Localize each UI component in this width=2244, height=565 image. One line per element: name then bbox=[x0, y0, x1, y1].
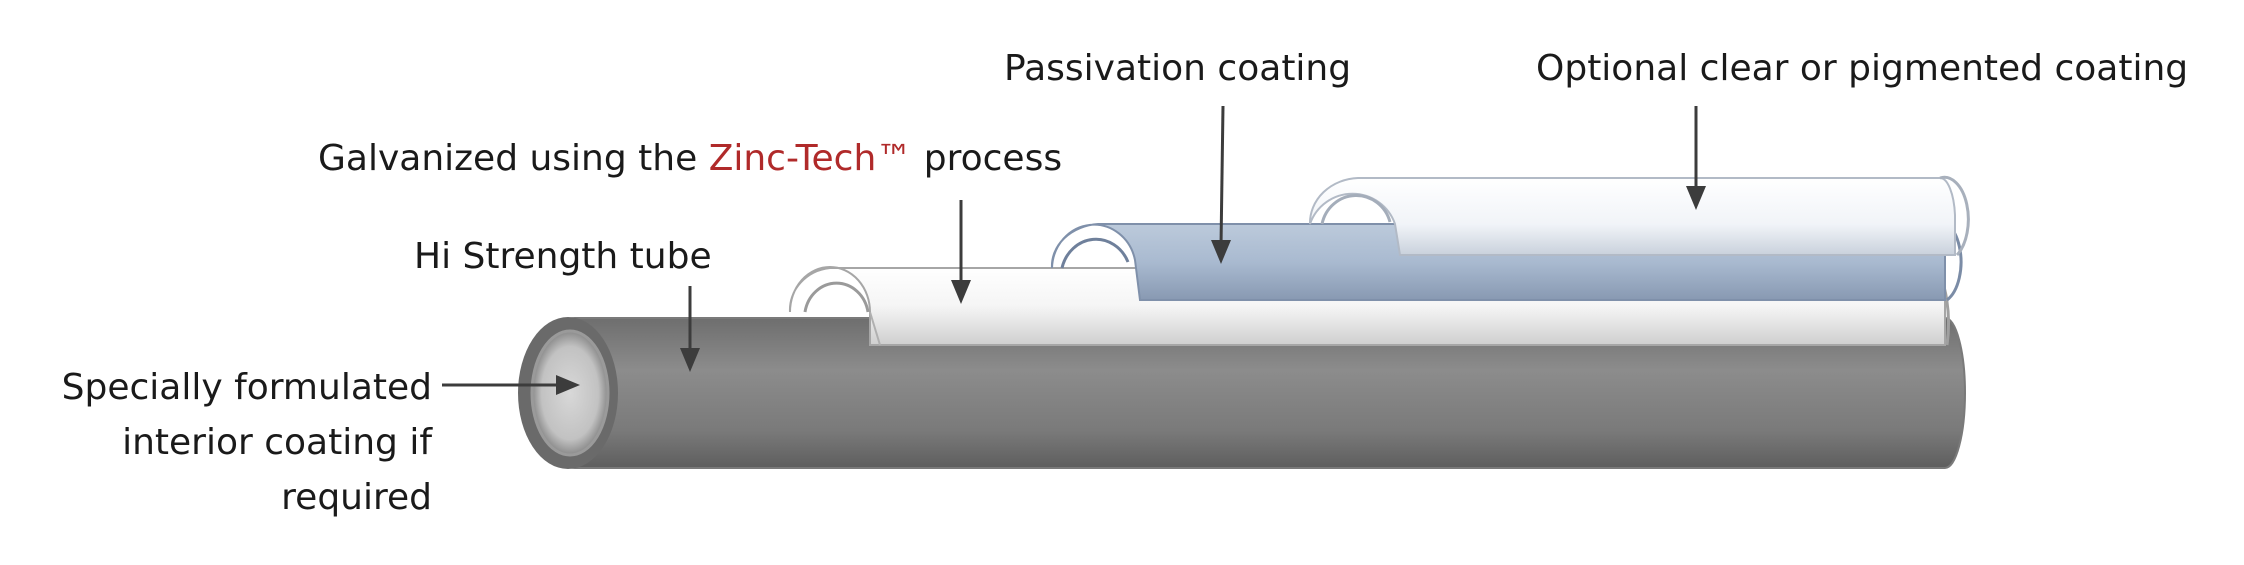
hi-strength-tube-shape bbox=[518, 317, 1966, 469]
label-interior-coating-line3: required bbox=[281, 477, 432, 518]
arrow-passivation bbox=[1211, 105, 1231, 264]
arrow-interior-coating bbox=[442, 375, 580, 395]
label-hi-strength-tube: Hi Strength tube bbox=[414, 236, 712, 277]
label-galvanized: Galvanized using the Zinc-Tech™ process bbox=[318, 138, 1062, 180]
optional-coating-layer-shape bbox=[1308, 175, 1970, 257]
label-zinc-tech-brand: Zinc-Tech™ bbox=[708, 138, 913, 179]
label-interior-coating-line1: Specially formulated bbox=[61, 367, 432, 408]
label-galvanized-prefix: Galvanized using the bbox=[318, 138, 709, 179]
arrow-optional-coating bbox=[1686, 106, 1706, 210]
arrow-hi-strength bbox=[680, 286, 700, 372]
label-galvanized-suffix: process bbox=[912, 138, 1063, 179]
label-interior-coating: Specially formulated interior coating if… bbox=[40, 360, 432, 525]
label-passivation-coating: Passivation coating bbox=[1004, 48, 1352, 89]
arrow-galvanized bbox=[951, 200, 971, 304]
label-optional-coating: Optional clear or pigmented coating bbox=[1536, 48, 2189, 89]
label-interior-coating-line2: interior coating if bbox=[122, 422, 432, 463]
